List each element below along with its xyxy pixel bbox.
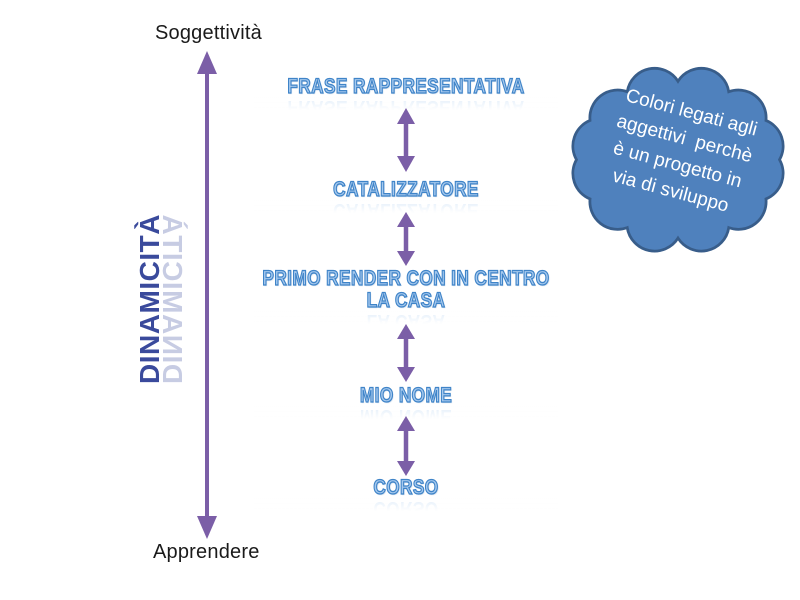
chain-label-text: FRASE RAPPRESENTATIVA (287, 75, 525, 98)
arrowhead-up (397, 416, 415, 431)
chain-label-reflection: PRIMO RENDER CON IN CENTRO LA CASA (253, 310, 559, 326)
chain-label-reflection-text: CORSO (373, 497, 439, 513)
arrowhead-up (197, 51, 217, 74)
arrowhead-down (397, 251, 415, 266)
chain-label-text: CORSO (373, 476, 439, 499)
arrowhead-down (397, 367, 415, 382)
chain-label-mio-nome: MIO NOME MIO NOME (253, 384, 559, 421)
arrowhead-down (397, 156, 415, 172)
arrowhead-up (397, 324, 415, 339)
cloud-shape (571, 66, 785, 253)
chain-label-text: MIO NOME (359, 384, 453, 407)
arrowhead-up (397, 212, 415, 227)
dinamicita-reflection: DINAMICITÀ (157, 214, 188, 384)
chain-label-reflection: CORSO (253, 497, 559, 513)
chain-label-text: CATALIZZATORE (333, 178, 479, 201)
chain-label-frase: FRASE RAPPRESENTATIVA FRASE RAPPRESENTAT… (253, 75, 559, 112)
arrowhead-down (397, 461, 415, 476)
arrowhead-up (397, 108, 415, 124)
chain-label-reflection: MIO NOME (253, 405, 559, 421)
chain-label-reflection: FRASE RAPPRESENTATIVA (253, 96, 559, 112)
connector-double-arrow-3 (397, 324, 415, 382)
chain-label-corso: CORSO CORSO (253, 476, 559, 513)
connector-double-arrow-2 (397, 212, 415, 266)
connector-double-arrow-4 (397, 416, 415, 476)
chain-label-reflection: CATALIZZATORE (253, 199, 559, 215)
chain-label-catalizzatore: CATALIZZATORE CATALIZZATORE (253, 178, 559, 215)
arrowhead-down (197, 516, 217, 539)
chain-label-text: PRIMO RENDER CON IN CENTRO LA CASA (262, 267, 550, 312)
axis-rotated-label: DINAMICITÀ DINAMICITÀ (134, 179, 218, 419)
vertical-axis-double-arrow (197, 51, 217, 539)
cloud-outline-path (571, 66, 785, 253)
connector-double-arrow-1 (397, 108, 415, 172)
axis-bottom-label: Apprendere (153, 541, 260, 563)
axis-top-label: Soggettività (155, 22, 262, 44)
chain-label-primo-render: PRIMO RENDER CON IN CENTRO LA CASA PRIMO… (253, 267, 559, 326)
